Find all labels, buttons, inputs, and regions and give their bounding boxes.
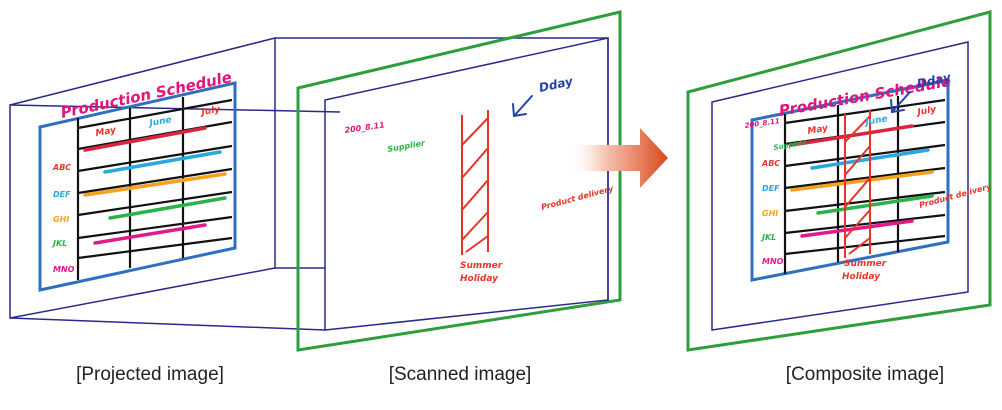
projected-row-3: GHI xyxy=(53,215,69,224)
scanned-image: 200_8.11 Dday Supplier Summer Holiday Pr… xyxy=(296,10,622,352)
bar-def xyxy=(103,150,222,174)
composite-row-2: DEF xyxy=(762,184,780,193)
scanned-supplier: Supplier xyxy=(387,138,427,154)
composite-bar-mno xyxy=(800,219,914,238)
scanned-summer: Summer xyxy=(460,261,503,271)
composite-month-2: June xyxy=(863,114,889,128)
composite-green-frame xyxy=(686,10,992,352)
projected-table-grid xyxy=(76,97,233,280)
bar-ghi xyxy=(83,172,227,197)
scanned-hatched-column xyxy=(461,110,489,255)
composite-row-5: MNO xyxy=(762,257,784,266)
projection-box xyxy=(9,37,609,331)
bar-jkl xyxy=(108,196,227,220)
bar-mno xyxy=(93,223,207,245)
composite-blue-frame xyxy=(711,41,969,331)
composite-month-1: May xyxy=(807,123,830,137)
composite-row-3: GHI xyxy=(762,209,778,218)
composite-date: 200_8.11 xyxy=(744,117,780,130)
scanned-dday-arrow-icon xyxy=(512,95,533,118)
scanned-blue-frame xyxy=(324,37,609,331)
scanned-green-frame xyxy=(296,10,622,352)
composite-holiday: Holiday xyxy=(842,272,881,282)
projected-row-5: MNO xyxy=(53,265,75,274)
scanned-holiday: Holiday xyxy=(460,274,499,284)
bar-abc xyxy=(83,126,207,152)
caption-composite: [Composite image] xyxy=(785,364,945,385)
caption-scanned: [Scanned image] xyxy=(388,364,532,385)
projected-month-3: July xyxy=(199,105,222,119)
composite-month-3: July xyxy=(915,105,938,119)
projected-image: Production Schedule May June July ABC DE… xyxy=(9,37,609,331)
scanned-product: Product delivery xyxy=(540,184,615,212)
projected-bars xyxy=(83,126,227,245)
composite-dday-arrow-icon xyxy=(890,91,911,114)
right-arrow-icon xyxy=(568,128,668,188)
composite-bar-ghi xyxy=(790,170,934,192)
scanned-dday: Dday xyxy=(538,74,575,95)
composite-summer: Summer xyxy=(844,259,887,269)
composite-table-border xyxy=(750,78,950,282)
composite-row-1: ABC xyxy=(761,159,780,168)
scanned-date: 200_8.11 xyxy=(344,120,385,135)
caption-projected: [Projected image] xyxy=(76,364,224,385)
projected-row-1: ABC xyxy=(52,163,71,172)
composite-image: 200_8.11 Production Schedule May June Ju… xyxy=(686,10,993,352)
projected-row-4: JKL xyxy=(51,239,67,248)
composite-supplier: Supplier xyxy=(773,138,807,152)
composite-bar-jkl xyxy=(816,194,934,215)
projected-month-1: May xyxy=(95,125,118,139)
composite-hatched-column xyxy=(844,110,871,258)
composite-row-4: JKL xyxy=(760,233,776,242)
projected-table-border xyxy=(38,81,237,292)
projected-row-2: DEF xyxy=(53,190,71,199)
projected-month-2: June xyxy=(147,115,173,129)
